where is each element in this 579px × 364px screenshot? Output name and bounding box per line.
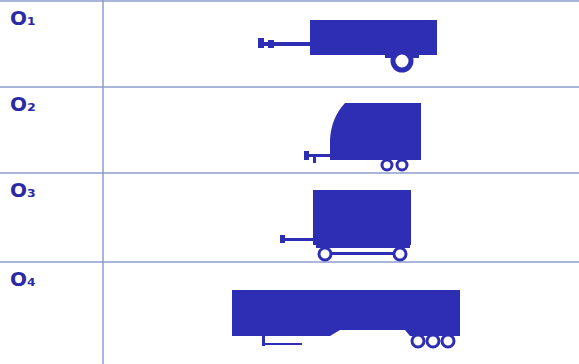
trailer-o2 [304,103,421,170]
wheel [319,248,331,260]
table-cell: O₃ [10,178,36,202]
trailer-o4 [232,290,460,347]
wheel [412,335,424,347]
trailer-body [310,20,437,55]
jockey-wheel [313,157,316,163]
wheel [393,52,411,70]
wheel [442,335,454,347]
table-cell: O₄ [10,267,36,291]
grid-line [0,261,579,263]
wheel [427,335,439,347]
semitrailer-body [232,290,460,336]
trailer-body [330,103,421,160]
trailer-o3 [280,190,411,260]
hitch [258,38,264,48]
hitch [304,151,309,160]
drawbar [282,238,316,241]
table-cell: O₂ [10,92,36,116]
grid-line [102,0,104,364]
chassis [316,245,410,248]
support-leg [262,343,302,345]
wheel [382,160,392,170]
wheel [397,160,407,170]
hitch [280,235,285,243]
trailer-body [313,190,411,245]
trailer-o1 [258,20,437,70]
wheel [394,248,406,260]
chassis [330,252,394,255]
grid-line [0,172,579,174]
hitch [268,40,274,48]
drawbar [306,154,332,157]
grid-line [0,86,579,88]
grid-line [0,0,579,2]
table-cell: O₁ [10,6,36,30]
